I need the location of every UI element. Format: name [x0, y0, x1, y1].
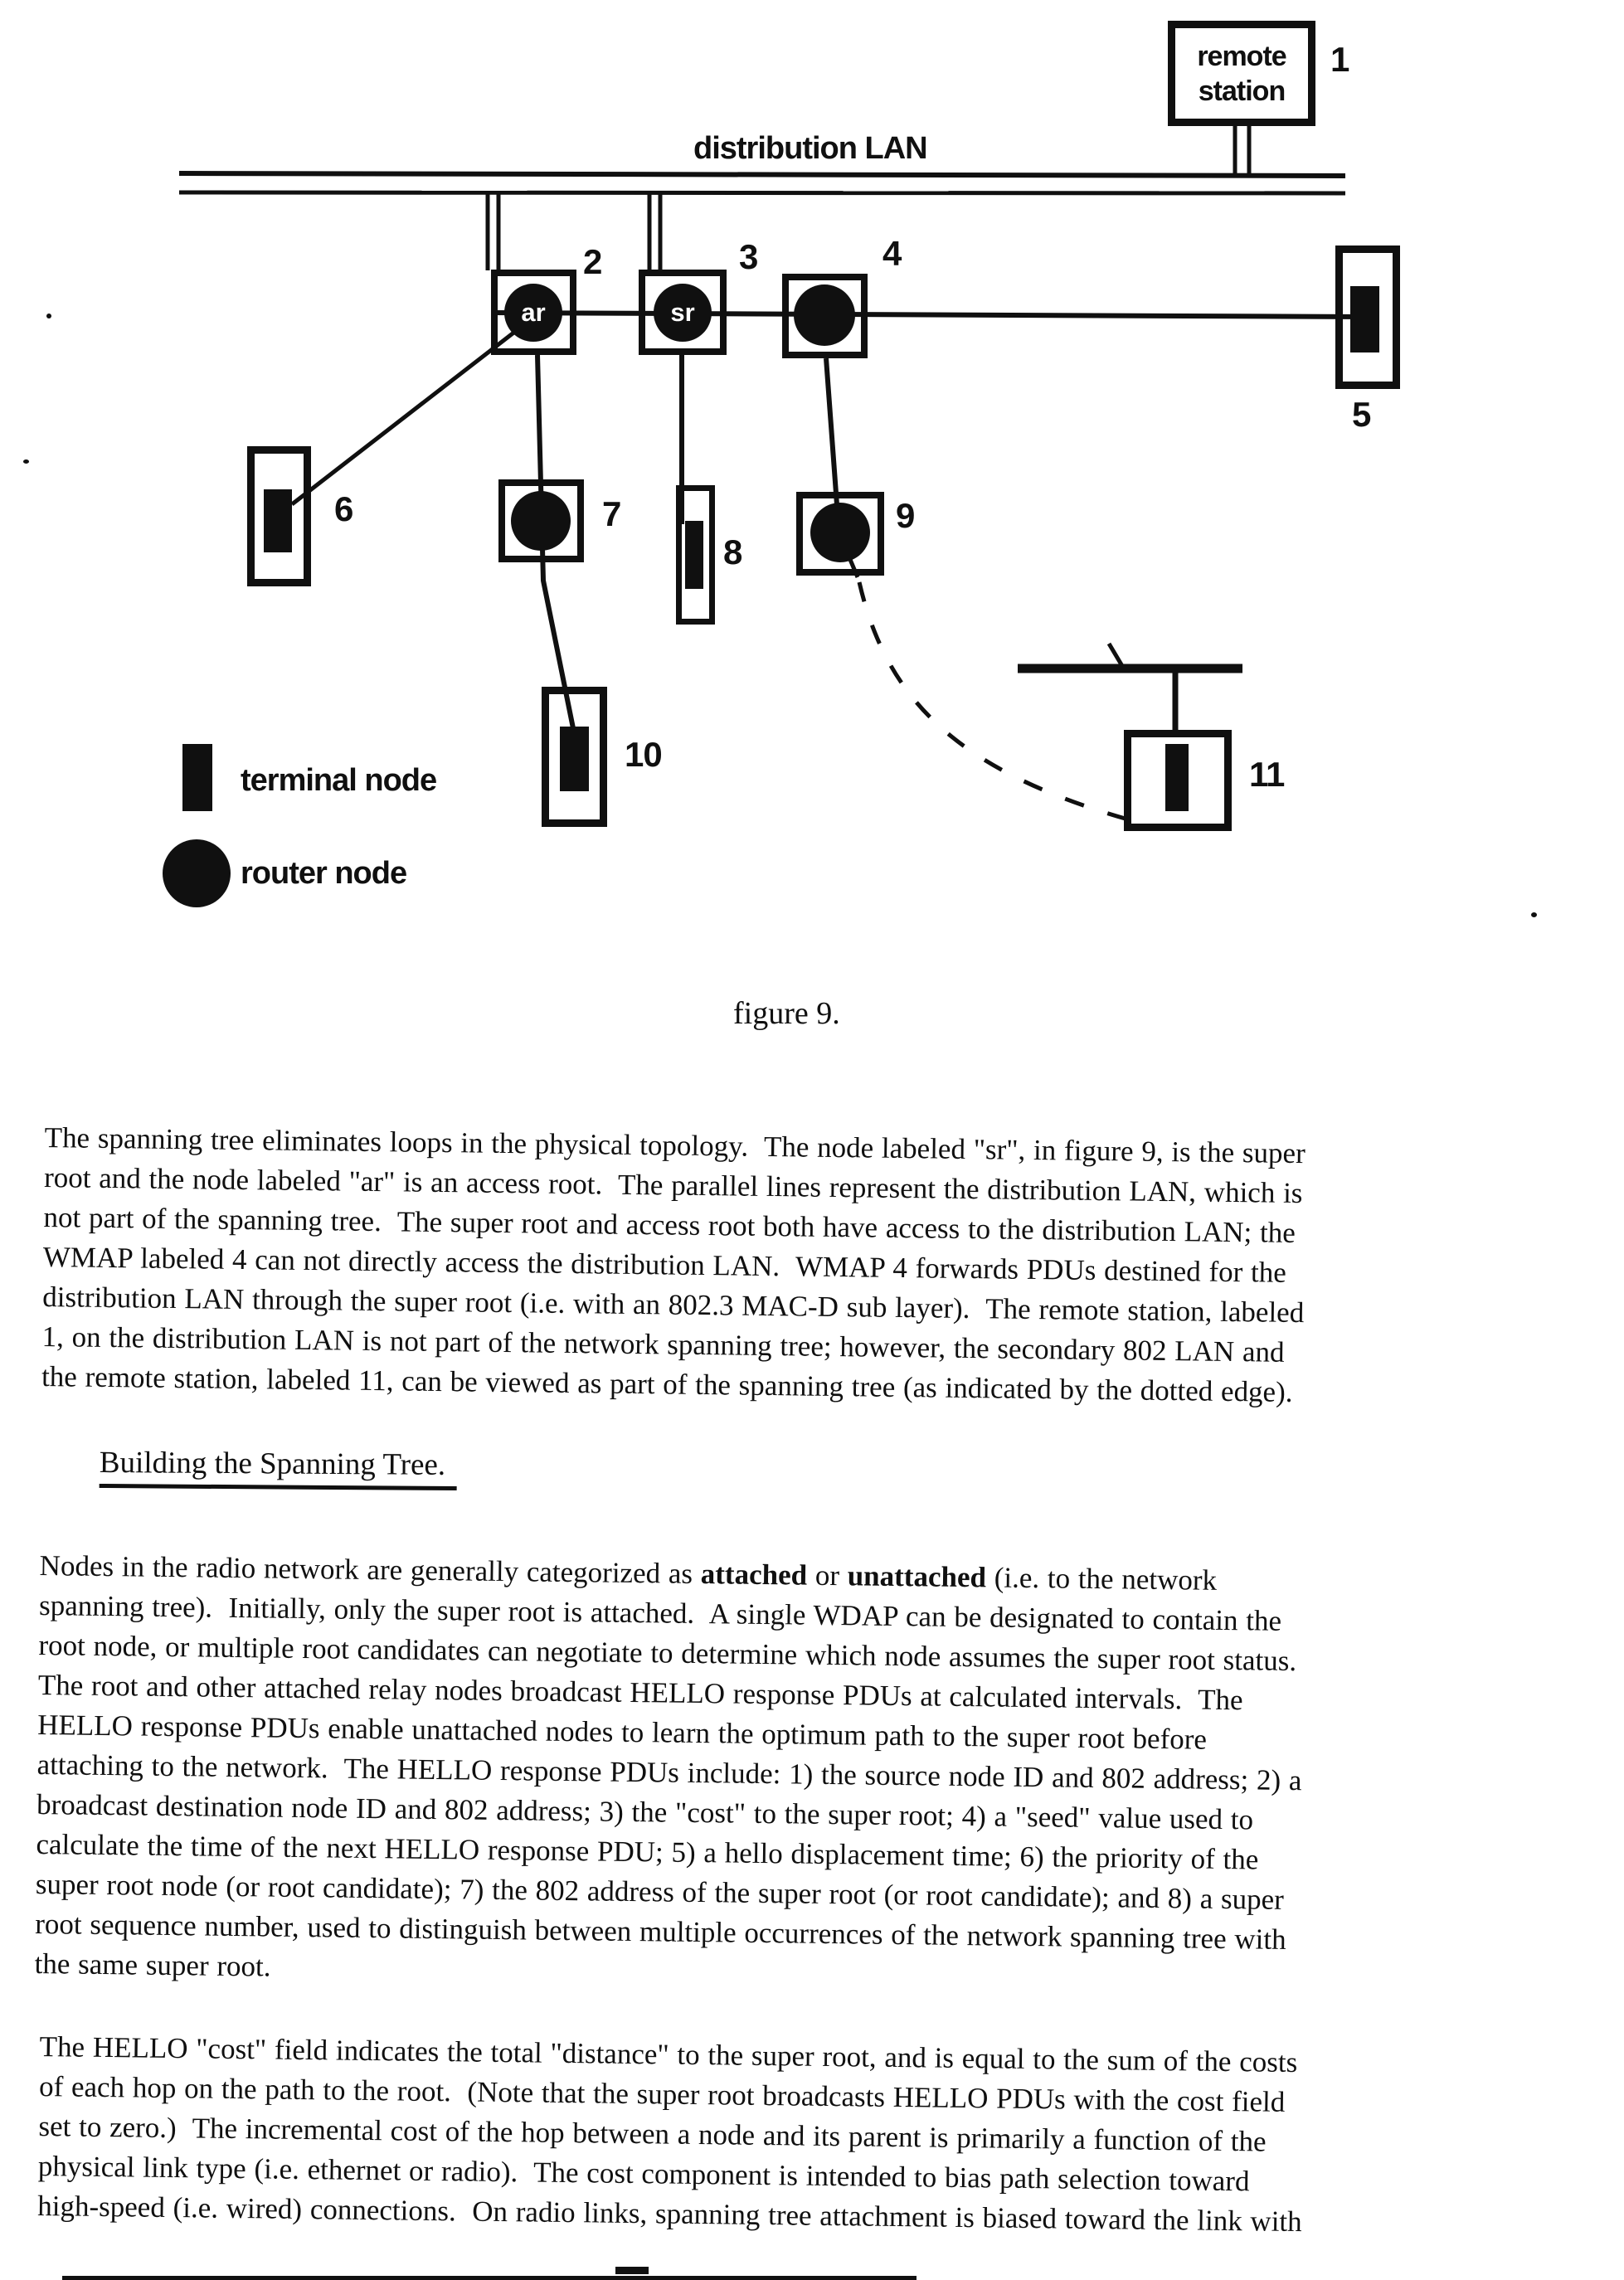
node-t5-box	[1335, 246, 1400, 389]
node-t8-box	[676, 485, 715, 625]
scan-speck	[23, 459, 29, 464]
node-number-9: 9	[896, 496, 915, 535]
node-t6-terminal-bar	[264, 489, 292, 552]
text-segment: Nodes in the radio network are generally…	[39, 1548, 702, 1591]
section-heading: Building the Spanning Tree.	[99, 1445, 458, 1491]
node-t10-box	[542, 687, 607, 827]
node-sr-box	[639, 270, 727, 355]
remote-station-box: remote station	[1168, 21, 1315, 126]
section-heading-text: Building the Spanning Tree.	[99, 1445, 458, 1491]
distribution-lan-line-bottom	[178, 190, 1346, 197]
node-sr-router-circle: sr	[654, 284, 712, 342]
paragraph-3: The HELLO "cost" field indicates the tot…	[37, 2027, 1616, 2246]
node-t11-terminal-bar	[1165, 744, 1189, 811]
scan-speck	[46, 314, 51, 318]
figure-caption: figure 9.	[733, 996, 840, 1031]
node-number-8: 8	[723, 532, 742, 571]
paragraph-2: Nodes in the radio network are generally…	[34, 1546, 1615, 2004]
node-number-2: 2	[583, 242, 602, 281]
node-r7-router-circle	[511, 491, 571, 551]
text-segment-bold: unattached	[847, 1559, 987, 1594]
node-r9-box	[796, 492, 884, 576]
legend-router-label: router node	[241, 856, 407, 891]
scan-edge-artifact	[615, 2267, 649, 2274]
remote-station-label-line1: remote	[1197, 40, 1286, 72]
node-number-6: 6	[334, 489, 353, 528]
node-t10-terminal-bar	[560, 727, 589, 791]
node-ar-router-circle: ar	[504, 284, 562, 342]
node-number-11: 11	[1249, 755, 1285, 794]
node-r9-router-circle	[810, 503, 870, 562]
distribution-lan-line-top	[178, 171, 1346, 178]
trunk-line	[492, 310, 1365, 319]
edge-ar-r7-t10	[535, 354, 576, 729]
edge-wmap4-r9	[824, 357, 840, 517]
text-segment: (i.e. to the network	[985, 1561, 1218, 1597]
remote-station-connector	[1233, 124, 1252, 176]
node-t8-terminal-bar	[685, 521, 703, 589]
text-segment: or	[806, 1558, 848, 1592]
node-r7-box	[498, 479, 584, 562]
node-ar-box	[491, 270, 576, 355]
dotted-edge-r9-t11	[857, 581, 1129, 822]
network-topology-figure: remote station 1 distribution LAN ar 2 s…	[0, 0, 1624, 1087]
node-t11-box	[1124, 730, 1232, 831]
node-number-5: 5	[1352, 395, 1371, 434]
scan-edge-artifact	[62, 2276, 917, 2280]
paragraph-1: The spanning tree eliminates loops in th…	[41, 1118, 1621, 1417]
node-number-1: 1	[1330, 40, 1349, 79]
node-wmap4-box	[782, 274, 868, 358]
node-number-10: 10	[625, 735, 663, 774]
remote-station-label-line2: station	[1198, 75, 1286, 107]
node-number-7: 7	[602, 494, 621, 533]
lan-drop-to-sr	[647, 194, 663, 270]
lan-drop-to-ar	[485, 194, 501, 270]
node-number-3: 3	[739, 237, 758, 276]
edge-ar-t6	[290, 329, 518, 506]
node-number-4: 4	[883, 234, 902, 273]
text-segment-bold: attached	[700, 1558, 808, 1592]
node-wmap4-router-circle	[794, 284, 855, 346]
legend-router-swatch	[163, 839, 231, 907]
node-sr-label: sr	[670, 298, 695, 327]
scan-speck	[1531, 912, 1537, 917]
legend-terminal-label: terminal node	[241, 763, 437, 798]
node-ar-label: ar	[521, 298, 546, 327]
node-t6-box	[247, 446, 311, 586]
distribution-lan-label: distribution LAN	[693, 131, 928, 166]
node-t5-terminal-bar	[1350, 286, 1379, 352]
legend-terminal-swatch	[182, 744, 212, 811]
